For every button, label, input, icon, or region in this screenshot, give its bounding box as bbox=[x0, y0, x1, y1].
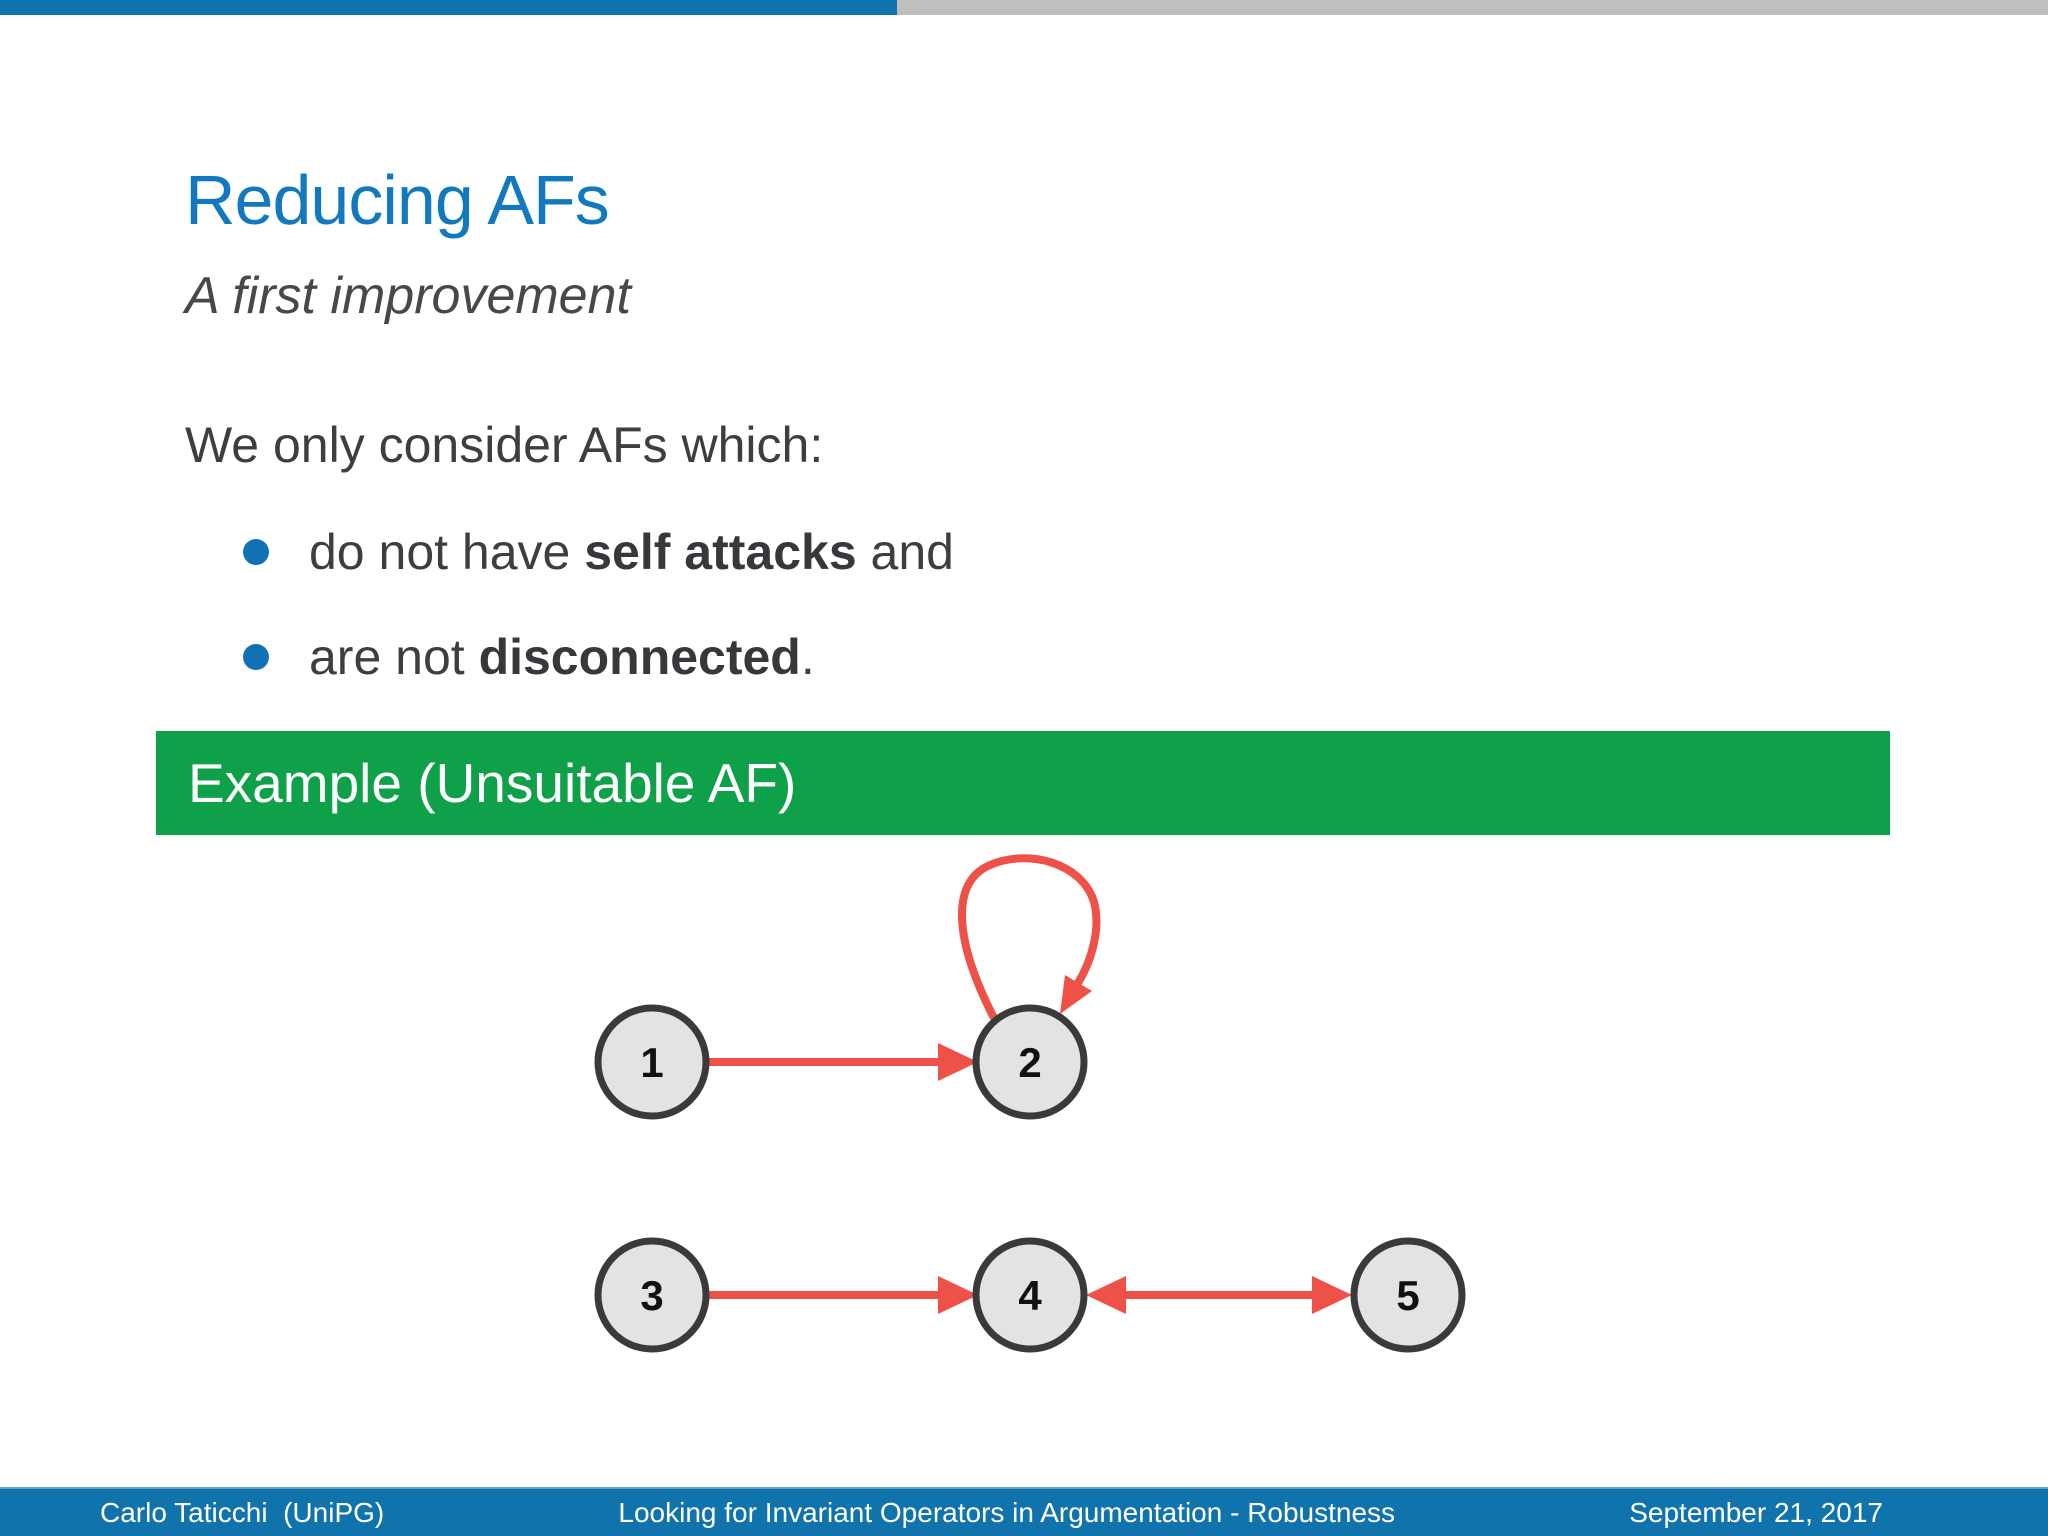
node-label: 5 bbox=[1396, 1272, 1419, 1319]
arrowhead-icon bbox=[1086, 1276, 1126, 1314]
example-block-header: Example (Unsuitable AF) bbox=[156, 731, 1890, 835]
progress-filled-segment bbox=[0, 0, 897, 15]
edge-attack-1-2 bbox=[706, 1043, 978, 1081]
node-label: 3 bbox=[640, 1272, 663, 1319]
slide-subtitle: A first improvement bbox=[185, 267, 631, 325]
bullet-item-disconnected: are not disconnected. bbox=[243, 627, 815, 687]
bullet-icon bbox=[243, 539, 269, 565]
bullet-text: are not disconnected. bbox=[309, 629, 815, 685]
arrowhead-icon bbox=[1312, 1276, 1352, 1314]
bullet-item-self-attacks: do not have self attacks and bbox=[243, 522, 954, 582]
footer-author: Carlo Taticchi (UniPG) bbox=[100, 1496, 385, 1528]
footer-bar: Carlo Taticchi (UniPG) Looking for Invar… bbox=[0, 1487, 2048, 1536]
footer-presentation-title: Looking for Invariant Operators in Argum… bbox=[618, 1496, 1396, 1528]
bullet-icon bbox=[243, 644, 269, 670]
graph-node-2: 2 bbox=[972, 1004, 1088, 1120]
progress-remaining-segment bbox=[897, 0, 2048, 15]
footer-date: September 21, 2017 bbox=[1629, 1496, 1883, 1528]
edge-attack-3-4 bbox=[706, 1276, 978, 1314]
intro-text: We only consider AFs which: bbox=[185, 417, 824, 473]
node-label: 1 bbox=[640, 1039, 663, 1086]
bullet-text: do not have self attacks and bbox=[309, 524, 954, 580]
node-label: 2 bbox=[1018, 1039, 1041, 1086]
arrowhead-icon bbox=[938, 1043, 978, 1081]
arrowhead-icon bbox=[938, 1276, 978, 1314]
graph-node-1: 1 bbox=[594, 1004, 710, 1120]
graph-node-4: 4 bbox=[972, 1237, 1088, 1353]
slide-progress-bar bbox=[0, 0, 2048, 15]
slide-title: Reducing AFs bbox=[185, 161, 610, 239]
graph-node-5: 5 bbox=[1350, 1237, 1466, 1353]
edge-self-attack-2 bbox=[958, 854, 1101, 1020]
arrowhead-icon bbox=[1060, 975, 1092, 1014]
example-block-title: Example (Unsuitable AF) bbox=[188, 752, 797, 814]
edge-mutual-attack-4-5 bbox=[1086, 1276, 1352, 1314]
node-label: 4 bbox=[1018, 1272, 1042, 1319]
graph-node-3: 3 bbox=[594, 1237, 710, 1353]
